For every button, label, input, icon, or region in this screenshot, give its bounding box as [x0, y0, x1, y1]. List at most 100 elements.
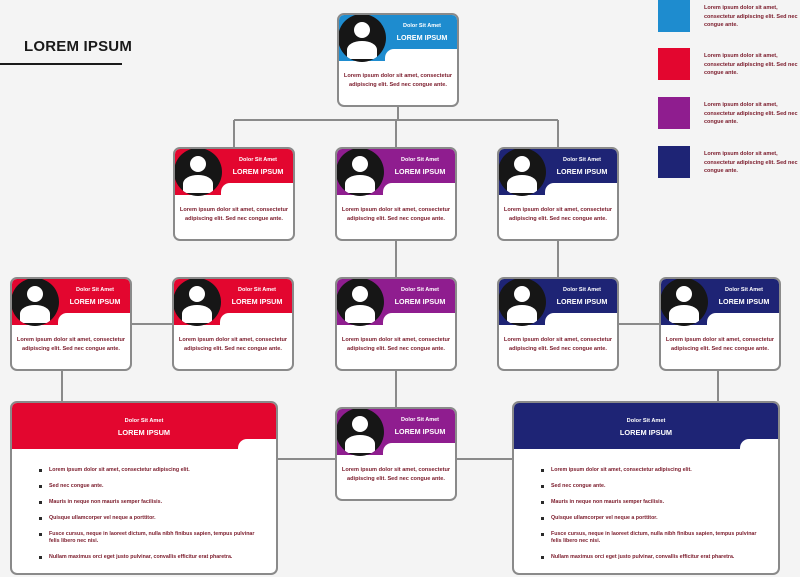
card-header-band	[12, 403, 276, 449]
node-title: LOREM IPSUM	[232, 167, 284, 176]
node-title: LOREM IPSUM	[231, 297, 283, 306]
legend-text: Lorem ipsum dolor sit amet, consectetur …	[704, 53, 798, 76]
avatar-body	[507, 305, 537, 323]
avatar-body	[183, 175, 213, 193]
node-title: LOREM IPSUM	[69, 297, 121, 306]
avatar-body	[507, 175, 537, 193]
node-subtitle: Dolor Sit Amet	[239, 157, 277, 163]
legend-text: Lorem ipsum dolor sit amet, consectetur …	[704, 151, 798, 174]
node-description: Lorem ipsum dolor sit amet, consectetur …	[341, 207, 451, 222]
avatar-body	[669, 305, 699, 323]
card-header-band	[514, 403, 778, 449]
node-subtitle: Dolor Sit Amet	[76, 287, 114, 293]
avatar-head	[351, 415, 369, 432]
avatar-body	[347, 41, 377, 59]
node-title: LOREM IPSUM	[396, 33, 448, 42]
legend-swatch	[658, 97, 690, 129]
avatar-head	[189, 155, 207, 172]
node-description: Lorem ipsum dolor sit amet, consectetur …	[178, 337, 288, 352]
card-notch	[238, 439, 276, 453]
detail-bullet-item: Fusce cursus, neque in laoreet dictum, n…	[39, 531, 256, 545]
node-title: LOREM IPSUM	[394, 297, 446, 306]
card-notch	[58, 313, 130, 333]
avatar-body	[345, 175, 375, 193]
card-notch	[383, 313, 455, 333]
person-avatar-icon	[661, 279, 708, 326]
avatar-head	[351, 155, 369, 172]
detail-bullet-item: Quisque ullamcorper vel neque a porttito…	[39, 515, 256, 522]
node-subtitle: Dolor Sit Amet	[403, 23, 441, 29]
person-avatar-icon	[499, 279, 546, 326]
person-avatar-icon	[337, 279, 384, 326]
node-description: Lorem ipsum dolor sit amet, consectetur …	[341, 337, 451, 352]
detail-bullet-item: Nullam maximus orci eget justo pulvinar,…	[39, 554, 256, 561]
avatar-head	[353, 21, 371, 38]
node-description: Lorem ipsum dolor sit amet, consectetur …	[503, 207, 613, 222]
node-subtitle: Dolor Sit Amet	[401, 287, 439, 293]
detail-bullet-item: Fusce cursus, neque in laoreet dictum, n…	[541, 531, 758, 545]
person-avatar-icon	[174, 279, 221, 326]
detail-title: LOREM IPSUM	[619, 428, 673, 437]
person-avatar-icon	[175, 149, 222, 196]
person-avatar-icon	[337, 149, 384, 196]
detail-bullet-item: Lorem ipsum dolor sit amet, consectetur …	[541, 467, 758, 474]
node-description: Lorem ipsum dolor sit amet, consectetur …	[343, 73, 453, 88]
title-underline	[0, 63, 122, 65]
legend-text: Lorem ipsum dolor sit amet, consectetur …	[704, 102, 798, 125]
avatar-head	[513, 285, 531, 302]
node-subtitle: Dolor Sit Amet	[401, 417, 439, 423]
detail-subtitle: Dolor Sit Amet	[124, 418, 164, 424]
node-subtitle: Dolor Sit Amet	[238, 287, 276, 293]
avatar-head	[351, 285, 369, 302]
avatar-head	[26, 285, 44, 302]
node-subtitle: Dolor Sit Amet	[725, 287, 763, 293]
detail-title: LOREM IPSUM	[117, 428, 171, 437]
node-title: LOREM IPSUM	[394, 167, 446, 176]
legend-swatch	[658, 146, 690, 178]
avatar-body	[182, 305, 212, 323]
card-notch	[385, 49, 457, 69]
detail-bullet-item: Mauris in neque non mauris semper facili…	[541, 499, 758, 506]
legend-text: Lorem ipsum dolor sit amet, consectetur …	[704, 5, 798, 28]
card-notch	[740, 439, 778, 453]
node-title: LOREM IPSUM	[718, 297, 770, 306]
detail-bullet-item: Lorem ipsum dolor sit amet, consectetur …	[39, 467, 256, 474]
avatar-body	[345, 435, 375, 453]
node-description: Lorem ipsum dolor sit amet, consectetur …	[665, 337, 775, 352]
node-subtitle: Dolor Sit Amet	[563, 157, 601, 163]
card-notch	[383, 183, 455, 203]
node-title: LOREM IPSUM	[556, 167, 608, 176]
node-title: LOREM IPSUM	[556, 297, 608, 306]
legend-swatch	[658, 0, 690, 32]
node-description: Lorem ipsum dolor sit amet, consectetur …	[179, 207, 289, 222]
person-avatar-icon	[499, 149, 546, 196]
detail-bullet-item: Sed nec congue ante.	[541, 483, 758, 490]
node-subtitle: Dolor Sit Amet	[563, 287, 601, 293]
detail-bullet-item: Mauris in neque non mauris semper facili…	[39, 499, 256, 506]
avatar-head	[675, 285, 693, 302]
node-description: Lorem ipsum dolor sit amet, consectetur …	[16, 337, 126, 352]
card-notch	[545, 313, 617, 333]
detail-bullet-list: Lorem ipsum dolor sit amet, consectetur …	[541, 467, 758, 561]
card-notch	[383, 443, 455, 463]
avatar-body	[345, 305, 375, 323]
node-title: LOREM IPSUM	[394, 427, 446, 436]
avatar-head	[188, 285, 206, 302]
detail-bullet-item: Nullam maximus orci eget justo pulvinar,…	[541, 554, 758, 561]
card-notch	[707, 313, 779, 333]
detail-bullet-item: Sed nec congue ante.	[39, 483, 256, 490]
person-avatar-icon	[12, 279, 59, 326]
card-notch	[221, 183, 293, 203]
card-notch	[545, 183, 617, 203]
detail-bullet-item: Quisque ullamcorper vel neque a porttito…	[541, 515, 758, 522]
card-notch	[220, 313, 292, 333]
avatar-body	[20, 305, 50, 323]
